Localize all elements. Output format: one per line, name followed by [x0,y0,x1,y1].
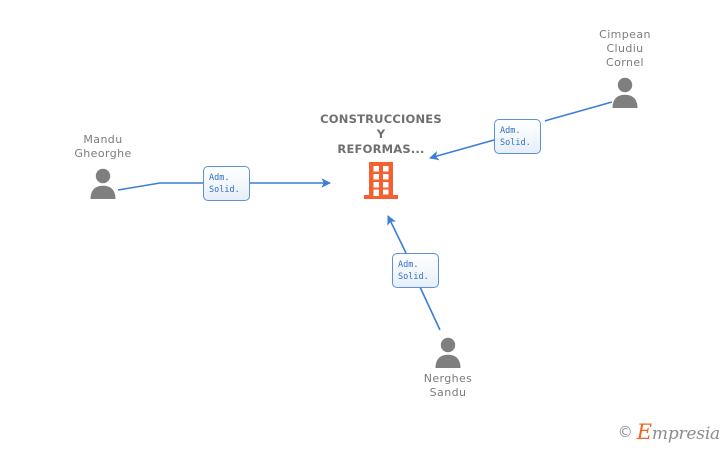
relation-chip-line1: Adm. [209,172,230,183]
relation-chip-mandu[interactable]: Adm. Solid. [203,166,250,201]
relation-chip-nerghes[interactable]: Adm. Solid. [392,253,439,288]
copyright-icon: © [617,423,633,441]
person-icon [435,337,461,368]
brand-name: Empresia [637,420,720,444]
company-node[interactable]: CONSTRUCCIONES Y REFORMAS... [291,112,471,201]
relation-chip-line1: Adm. [398,259,419,270]
person-icon [612,77,638,108]
watermark: © Empresia [618,420,720,444]
relation-chip-cimpean[interactable]: Adm. Solid. [494,119,541,154]
relation-chip-line1: Adm. [500,125,521,136]
person-name-cimpean-cludiu-cornel: Cimpean Cludiu Cornel [599,28,651,69]
relation-chip-line2: Solid. [209,184,240,195]
company-name: CONSTRUCCIONES Y REFORMAS... [320,112,442,156]
brand-rest: mpresia [651,424,720,444]
relation-chip-line2: Solid. [398,271,429,282]
person-node-cimpean-cludiu-cornel[interactable]: Cimpean Cludiu Cornel [565,28,685,108]
person-icon [90,168,116,199]
person-node-nerghes-sandu[interactable]: Nerghes Sandu [388,336,508,400]
building-icon [364,162,398,199]
person-name-mandu-gheorghe: Mandu Gheorghe [74,133,132,160]
brand-initial: E [636,420,652,444]
relation-chip-line2: Solid. [500,137,531,148]
person-name-nerghes-sandu: Nerghes Sandu [423,372,473,399]
person-node-mandu-gheorghe[interactable]: Mandu Gheorghe [43,133,163,199]
